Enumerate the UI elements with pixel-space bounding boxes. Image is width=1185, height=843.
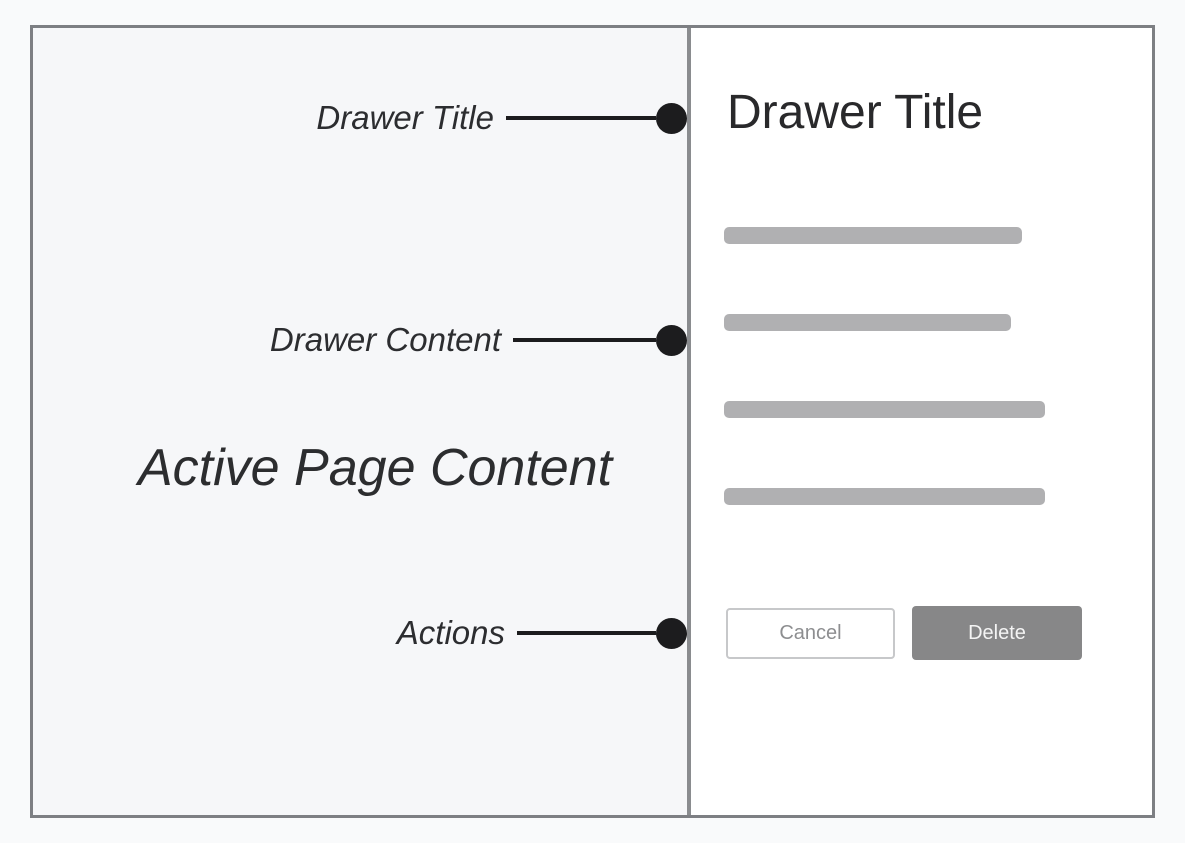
callout-dot	[656, 617, 687, 649]
active-page-content-label: Active Page Content	[138, 439, 613, 497]
delete-button[interactable]: Delete	[912, 606, 1082, 660]
callout-dot	[656, 102, 687, 134]
drawer-panel: Drawer Title Cancel Delete	[691, 28, 1152, 815]
placeholder-bar	[724, 401, 1045, 418]
drawer-title: Drawer Title	[727, 86, 984, 139]
placeholder-bar	[724, 227, 1022, 244]
drawer-edge-divider	[687, 28, 691, 815]
drawer-content-bars	[724, 227, 1045, 505]
cancel-button[interactable]: Cancel	[726, 608, 895, 659]
callout-leader-line	[506, 116, 656, 120]
callout-drawer-content-label: Drawer Content	[269, 321, 501, 358]
callout-drawer-content: Drawer Content	[269, 321, 687, 358]
callout-actions: Actions	[396, 614, 687, 651]
callout-dot	[656, 324, 687, 356]
placeholder-bar	[724, 488, 1045, 505]
active-page-panel: Drawer Title Drawer Content Active Page …	[33, 28, 687, 815]
callout-leader-line	[517, 631, 656, 635]
placeholder-bar	[724, 314, 1011, 331]
callout-actions-label: Actions	[396, 614, 505, 651]
callout-drawer-title: Drawer Title	[316, 99, 687, 136]
callout-drawer-title-label: Drawer Title	[316, 99, 494, 136]
wireframe-frame: Drawer Title Drawer Content Active Page …	[30, 25, 1155, 818]
callout-leader-line	[513, 338, 656, 342]
drawer-actions: Cancel Delete	[726, 606, 1082, 660]
